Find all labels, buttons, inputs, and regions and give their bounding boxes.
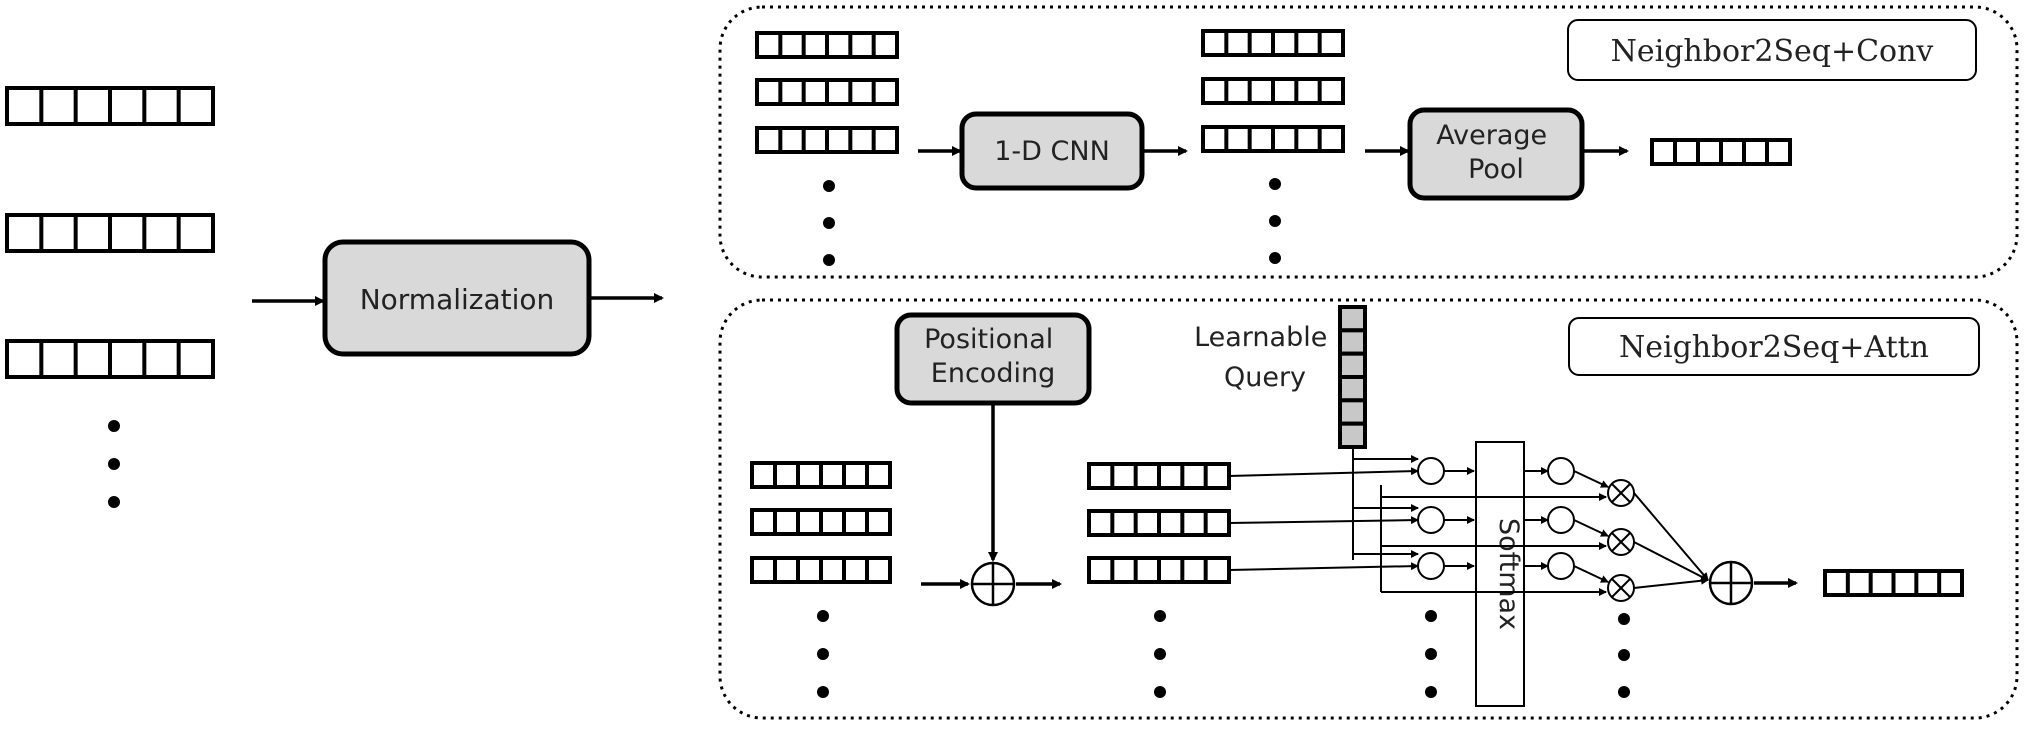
- pool-label-line-2: Pool: [1468, 154, 1524, 185]
- attn-pe-vector-3: [1087, 556, 1231, 584]
- positional-label-line-1: Positional: [924, 324, 1053, 355]
- conv-out-vector-2: [1201, 77, 1345, 105]
- conv-out-vector-3: [1201, 125, 1345, 153]
- softmax-out-node-2: [1547, 506, 1575, 534]
- pool-label-line-1: Average: [1436, 120, 1547, 151]
- input-ellipsis: [108, 420, 120, 508]
- ellipsis-group: [108, 178, 1630, 698]
- conv-panel: [718, 5, 2019, 279]
- conv-title-box: [1567, 19, 1977, 81]
- final-add-node: [1708, 560, 1754, 606]
- attn-seq-vector-2: [750, 508, 892, 536]
- score-node-3: [1417, 552, 1445, 580]
- query-label: Learnable Query: [1194, 322, 1336, 393]
- attn-final-vector: [1823, 569, 1964, 597]
- softmax-out-node-3: [1547, 552, 1575, 580]
- positional-label: Positional Encoding: [924, 324, 1062, 389]
- conv-seq-vector-3: [755, 126, 899, 154]
- attn-title: Neighbor2Seq+Attn: [1619, 330, 1929, 365]
- input-vector-3: [5, 339, 215, 379]
- pool-label: Average Pool: [1436, 120, 1555, 185]
- attn-pe-ellipsis: [1154, 610, 1166, 698]
- attn-seq-vector-1: [750, 461, 892, 489]
- softmax-box: [1475, 441, 1525, 707]
- attn-seq-vector-3: [750, 556, 892, 584]
- input-vector-1: [5, 86, 215, 126]
- conv-out-ellipsis: [1269, 178, 1281, 264]
- attn-weighted-ellipsis: [1618, 613, 1630, 698]
- conv-seq-vector-2: [755, 78, 899, 106]
- normalization-label: Normalization: [360, 283, 555, 316]
- attn-pe-vector-1: [1087, 462, 1231, 490]
- normalization-box: [322, 239, 592, 357]
- vector-group: [5, 29, 1964, 597]
- softmax-out-node-1: [1547, 457, 1575, 485]
- attn-seq-ellipsis: [817, 610, 829, 698]
- score-node-2: [1417, 506, 1445, 534]
- positional-box: [894, 312, 1092, 406]
- softmax-label: Softmax: [1493, 518, 1524, 630]
- query-label-line-1: Learnable: [1194, 322, 1327, 353]
- cnn-box: [959, 111, 1145, 191]
- multiply-node-3: [1607, 574, 1635, 602]
- attn-title-box: [1568, 317, 1980, 376]
- conv-out-vector-1: [1201, 29, 1345, 57]
- positional-label-line-2: Encoding: [931, 358, 1055, 389]
- conv-seq-ellipsis: [823, 180, 835, 266]
- score-node-1: [1417, 457, 1445, 485]
- positional-add-node: [970, 561, 1016, 607]
- attn-pe-vector-2: [1087, 509, 1231, 537]
- pool-box: [1407, 107, 1585, 201]
- learnable-query-vector: [1338, 305, 1367, 449]
- multiply-node-2: [1607, 528, 1635, 556]
- query-label-line-2: Query: [1224, 362, 1306, 393]
- cnn-label: 1-D CNN: [994, 136, 1110, 167]
- conv-final-vector: [1650, 138, 1792, 166]
- conv-title: Neighbor2Seq+Conv: [1611, 34, 1934, 69]
- attention-wiring: [1228, 447, 1709, 602]
- attn-score-ellipsis: [1425, 610, 1437, 698]
- multiply-node-1: [1607, 479, 1635, 507]
- input-vector-2: [5, 213, 215, 253]
- conv-seq-vector-1: [755, 31, 899, 59]
